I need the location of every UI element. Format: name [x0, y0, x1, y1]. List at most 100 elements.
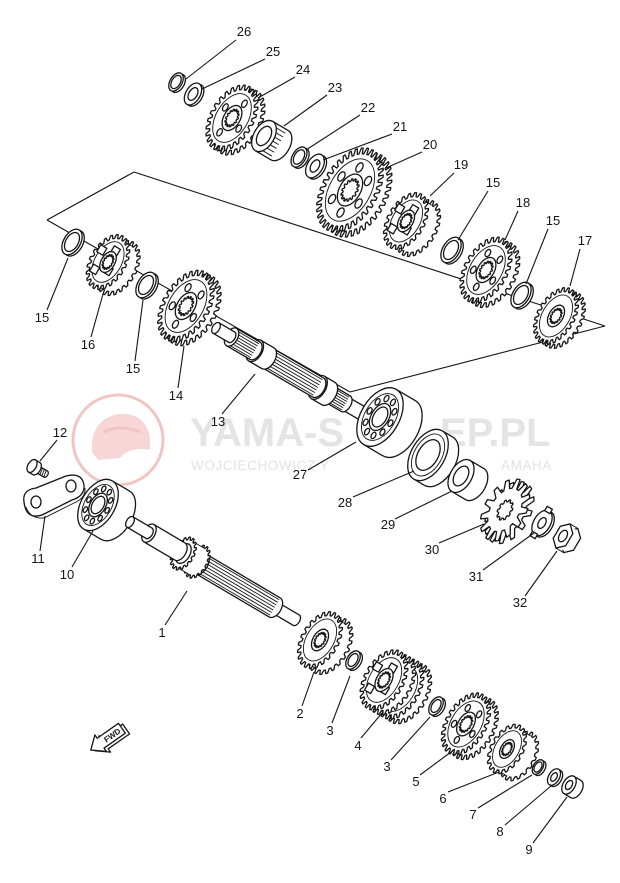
- gear-5-lightening-hole: [464, 703, 472, 713]
- main-axle-1-spline: [205, 559, 278, 603]
- drive-axle-13: [211, 321, 366, 420]
- gear-20: [316, 147, 393, 238]
- callout-label: 21: [393, 119, 407, 134]
- gear-14-lightening-hole: [197, 290, 205, 300]
- ball-bearing-27-ball: [389, 398, 397, 407]
- gear-20-lightening-hole: [336, 207, 345, 218]
- gear-17-spline-bore: [549, 307, 563, 325]
- drive-axle-13-spline: [267, 361, 317, 391]
- leader-line: [301, 671, 315, 707]
- gear-4-front-engagement-dog: [371, 661, 384, 673]
- ball-bearing-10-ball: [104, 506, 110, 514]
- washer-25: [183, 82, 205, 107]
- callout-label: 30: [425, 542, 439, 557]
- forward-arrow-icon: FWD: [90, 722, 131, 753]
- gear-20-lightening-hole: [354, 198, 363, 209]
- callout-label: 7: [469, 807, 476, 822]
- drive-axle-13-spline: [266, 363, 316, 393]
- snap-ring-3-right: [428, 696, 447, 718]
- ball-bearing-27-ball: [379, 428, 386, 437]
- snap-ring-7: [531, 759, 547, 777]
- gear-5-lightening-hole: [468, 729, 476, 739]
- leader-line: [429, 172, 455, 197]
- washer-8: [546, 768, 564, 788]
- watermark-logo-visor: [103, 426, 141, 434]
- leader-line: [419, 748, 456, 776]
- gear-14-lightening-hole: [168, 301, 177, 311]
- snap-ring-22-bore: [292, 149, 306, 165]
- snap-ring-15-right-bore: [512, 284, 530, 306]
- main-axle-1: [125, 515, 302, 627]
- leader-line: [39, 515, 46, 552]
- gear-16-spline-bore: [101, 253, 115, 271]
- ball-bearing-10-bore: [90, 495, 106, 515]
- gear-2-spline-bore: [313, 631, 327, 649]
- callout-label: 12: [53, 425, 67, 440]
- gear-24-web: [212, 93, 252, 143]
- callout-label: 22: [361, 100, 375, 115]
- watermark-logo-helmet: [91, 413, 150, 460]
- washer-8-bore: [549, 772, 559, 782]
- ball-bearing-27-ball: [387, 419, 394, 428]
- watermark-logo: [71, 393, 165, 487]
- leader-line: [457, 190, 489, 241]
- main-axle-1-spline: [202, 564, 275, 608]
- callout-label: 15: [486, 175, 500, 190]
- snap-ring-7-bore: [533, 761, 543, 773]
- ball-bearing-10-ball: [93, 488, 99, 496]
- callout-label: 9: [525, 842, 532, 857]
- bolt-12-thread: [43, 470, 47, 478]
- ball-bearing-10-ball: [97, 514, 103, 522]
- nut-32-bore: [557, 529, 569, 543]
- gear-5-lightening-hole: [475, 710, 483, 719]
- lock-washer-31-bore: [537, 516, 547, 530]
- collar-29-bore: [452, 465, 470, 487]
- gear-18-spline-bore: [478, 260, 494, 280]
- drive-axle-13-spline: [273, 351, 323, 381]
- gear-5: [440, 692, 499, 761]
- snap-ring-3-left: [345, 650, 364, 672]
- nut-32-edge: [569, 523, 579, 529]
- gear-18-lightening-hole: [489, 276, 497, 285]
- gear-5-web: [447, 700, 485, 748]
- watermark-sub-right: AMAHA: [501, 458, 552, 473]
- gear-19-engagement-dog: [386, 222, 398, 235]
- collar-9: [561, 775, 584, 799]
- collar-9-bore: [564, 779, 574, 791]
- main-axle-1-section-face: [125, 515, 135, 529]
- snap-ring-26-bore: [170, 74, 182, 90]
- drive-sprocket-30-spline-bore: [496, 499, 514, 521]
- drive-axle-13-spline: [270, 356, 320, 386]
- gear-17: [532, 287, 586, 350]
- ball-bearing-27-ball: [362, 418, 369, 427]
- watermark-brand-left: YAMA-S: [190, 411, 344, 455]
- forward-arrow-body: [90, 722, 127, 753]
- nut-32-edge: [555, 547, 564, 554]
- callout-label: 28: [338, 495, 352, 510]
- callout-label: 24: [296, 62, 310, 77]
- callout-label: 6: [439, 791, 446, 806]
- ball-bearing-27-ball: [383, 394, 390, 403]
- washer-21: [304, 153, 328, 180]
- callout-label: 18: [516, 195, 530, 210]
- gear-14-lightening-hole: [184, 283, 192, 293]
- gear-20-web: [324, 158, 376, 222]
- drive-axle-13-spline: [235, 333, 258, 347]
- gear-14-lightening-hole: [171, 319, 180, 329]
- callout-label: 23: [328, 80, 342, 95]
- main-axle-1-spline: [203, 561, 277, 606]
- leader-line: [185, 39, 237, 80]
- gear-2: [296, 611, 354, 676]
- gear-18-lightening-hole: [496, 255, 504, 264]
- callout-label: 8: [496, 824, 503, 839]
- ball-bearing-27-ball: [366, 406, 373, 415]
- callout-label: 11: [31, 551, 45, 566]
- gear-18: [459, 236, 521, 309]
- leader-line: [201, 58, 266, 90]
- callout-label: 26: [237, 24, 251, 39]
- gear-17-web: [538, 294, 574, 338]
- gear-20-lightening-hole: [327, 193, 337, 205]
- leader-line: [524, 550, 558, 597]
- leader-line: [39, 439, 58, 462]
- callout-label: 3: [383, 759, 390, 774]
